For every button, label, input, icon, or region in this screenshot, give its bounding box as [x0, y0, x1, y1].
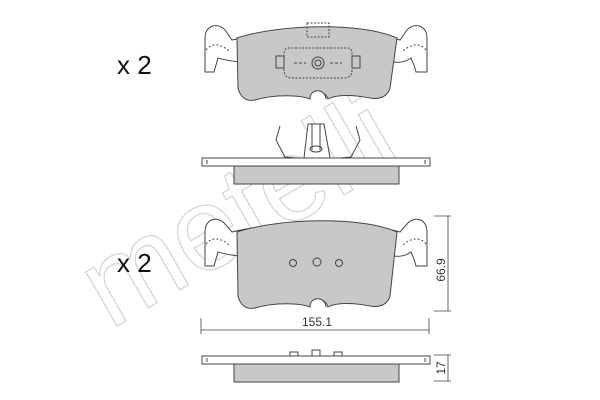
pad-side-view-2 [201, 349, 431, 383]
dimension-thickness [434, 354, 451, 382]
dimension-height-label: 66.9 [434, 258, 448, 282]
pad-front-view-1 [204, 22, 428, 101]
dimension-width [200, 318, 430, 334]
watermark: metelli [56, 67, 419, 353]
pad-front-view-2 [204, 218, 428, 309]
pad-side-view-1 [201, 123, 431, 185]
svg-text:metelli: metelli [57, 68, 418, 353]
dimension-width-label: 155.1 [302, 315, 332, 329]
dimension-height [434, 215, 451, 312]
quantity-label-2: x 2 [117, 248, 152, 278]
dimension-thickness-label: 17 [434, 361, 448, 375]
quantity-label-1: x 2 [117, 50, 152, 80]
